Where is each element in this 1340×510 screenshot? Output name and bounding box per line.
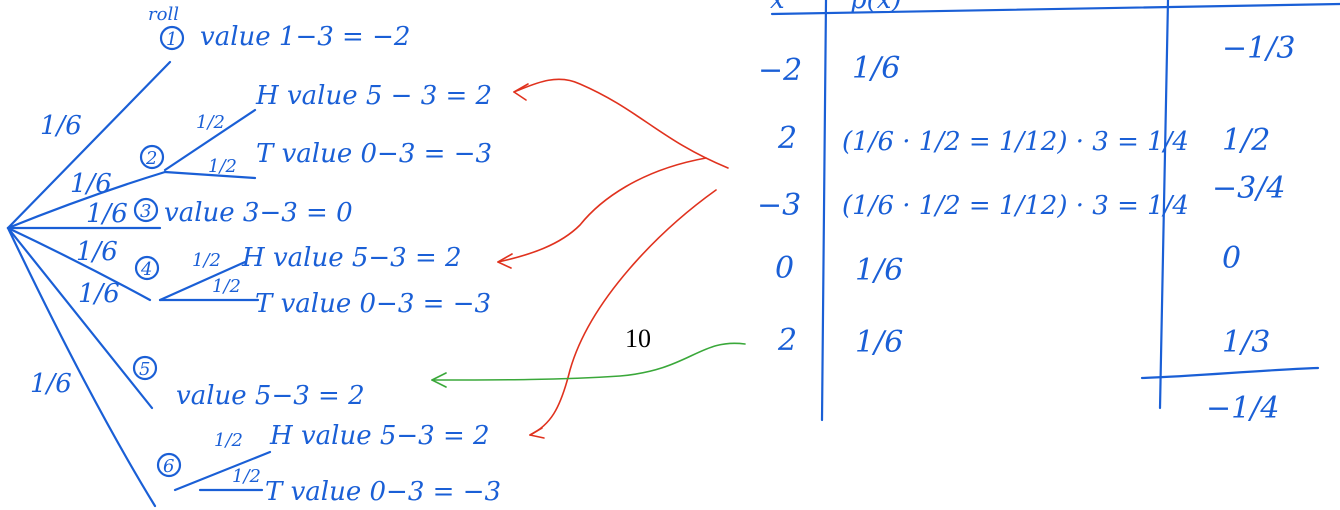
expected-value-total: −1/4 (1206, 391, 1279, 426)
row-1-p: 1/6 (852, 51, 900, 86)
outcome-3: value 3−3 = 0 (164, 198, 353, 228)
red-arrow-2 (497, 157, 707, 263)
outcome-6-heads: H value 5−3 = 2 (269, 421, 490, 451)
row-4-product: 0 (1222, 241, 1241, 276)
svg-text:5: 5 (139, 359, 150, 380)
branch-4 (6, 226, 152, 302)
green-arrow (431, 342, 746, 388)
svg-text:6: 6 (163, 456, 174, 477)
outcome-1: value 1−3 = −2 (200, 22, 410, 52)
roll-label: roll (148, 4, 179, 25)
row-4-p: 1/6 (855, 253, 903, 288)
branch-5 (6, 226, 154, 410)
branch-1 (6, 60, 172, 230)
row-4-x: 0 (775, 251, 794, 286)
header-x: x (770, 0, 785, 15)
branch-prob-6: 1/6 (30, 369, 72, 399)
row-5-x: 2 (777, 323, 797, 358)
node-3: 3 (133, 197, 159, 223)
coin-prob-4h: 1/2 (192, 250, 221, 271)
branch-prob-5: 1/6 (78, 279, 120, 309)
coin-prob-6t: 1/2 (232, 466, 261, 487)
row-2-x: 2 (777, 121, 797, 156)
row-1-x: −2 (758, 53, 802, 88)
column-divider-1 (820, 0, 828, 422)
outcome-6-tails: T value 0−3 = −3 (265, 477, 501, 507)
header-underline (770, 2, 1340, 16)
coin-prob-6h: 1/2 (214, 430, 243, 451)
svg-text:3: 3 (140, 201, 151, 222)
node-6: 6 (156, 452, 182, 478)
coin-prob-2t: 1/2 (208, 156, 237, 177)
row-2-product: 1/2 (1222, 123, 1270, 158)
branch-2 (6, 170, 167, 230)
branch-prob-2: 1/6 (70, 169, 112, 199)
row-5-p: 1/6 (855, 325, 903, 360)
row-3-x: −3 (757, 188, 801, 223)
distribution-table: x p(x) −2 2 −3 0 2 1/6 (1/6 · 1/2 = 1/12… (757, 0, 1340, 426)
node-2: 2 (139, 144, 165, 170)
outcome-2-heads: H value 5 − 3 = 2 (255, 81, 492, 111)
svg-text:4: 4 (140, 259, 152, 280)
tree-branches (6, 60, 272, 508)
branch-prob-3: 1/6 (86, 199, 128, 229)
row-3-p: (1/6 · 1/2 = 1/12) · 3 = 1/4 (842, 191, 1189, 221)
branch-2-heads (163, 108, 257, 172)
page-number: 10 (625, 324, 651, 353)
coin-prob-2h: 1/2 (196, 112, 225, 133)
svg-text:1: 1 (166, 29, 177, 50)
row-2-p: (1/6 · 1/2 = 1/12) · 3 = 1/4 (842, 127, 1189, 157)
outcome-4-heads: H value 5−3 = 2 (241, 243, 462, 273)
coin-prob-4t: 1/2 (212, 276, 241, 297)
branch-6 (6, 226, 157, 508)
column-divider-2 (1158, 0, 1170, 410)
outcome-5: value 5−3 = 2 (176, 381, 365, 411)
sum-line (1140, 366, 1320, 380)
row-3-product: −3/4 (1212, 171, 1285, 206)
tree-labels: roll 1/6 1/6 1/6 1/6 1/6 1/6 1/2 1/2 1/2… (30, 4, 501, 507)
row-5-product: 1/3 (1222, 325, 1270, 360)
branch-4-heads (158, 260, 247, 302)
red-arrows (497, 78, 729, 439)
node-4: 4 (134, 255, 160, 281)
row-1-product: −1/3 (1222, 31, 1295, 66)
green-arrow-1 (431, 342, 746, 381)
node-1: 1 (159, 25, 185, 51)
outcome-4-tails: T value 0−3 = −3 (255, 289, 491, 319)
branch-2-tails (163, 170, 257, 180)
svg-text:2: 2 (145, 148, 157, 169)
outcome-2-tails: T value 0−3 = −3 (256, 139, 492, 169)
branch-prob-1: 1/6 (40, 111, 82, 141)
branch-6-heads (173, 450, 272, 492)
red-arrow-1 (513, 78, 729, 169)
red-arrow-3 (529, 189, 717, 436)
node-5: 5 (132, 355, 158, 381)
branch-prob-4: 1/6 (76, 237, 118, 267)
